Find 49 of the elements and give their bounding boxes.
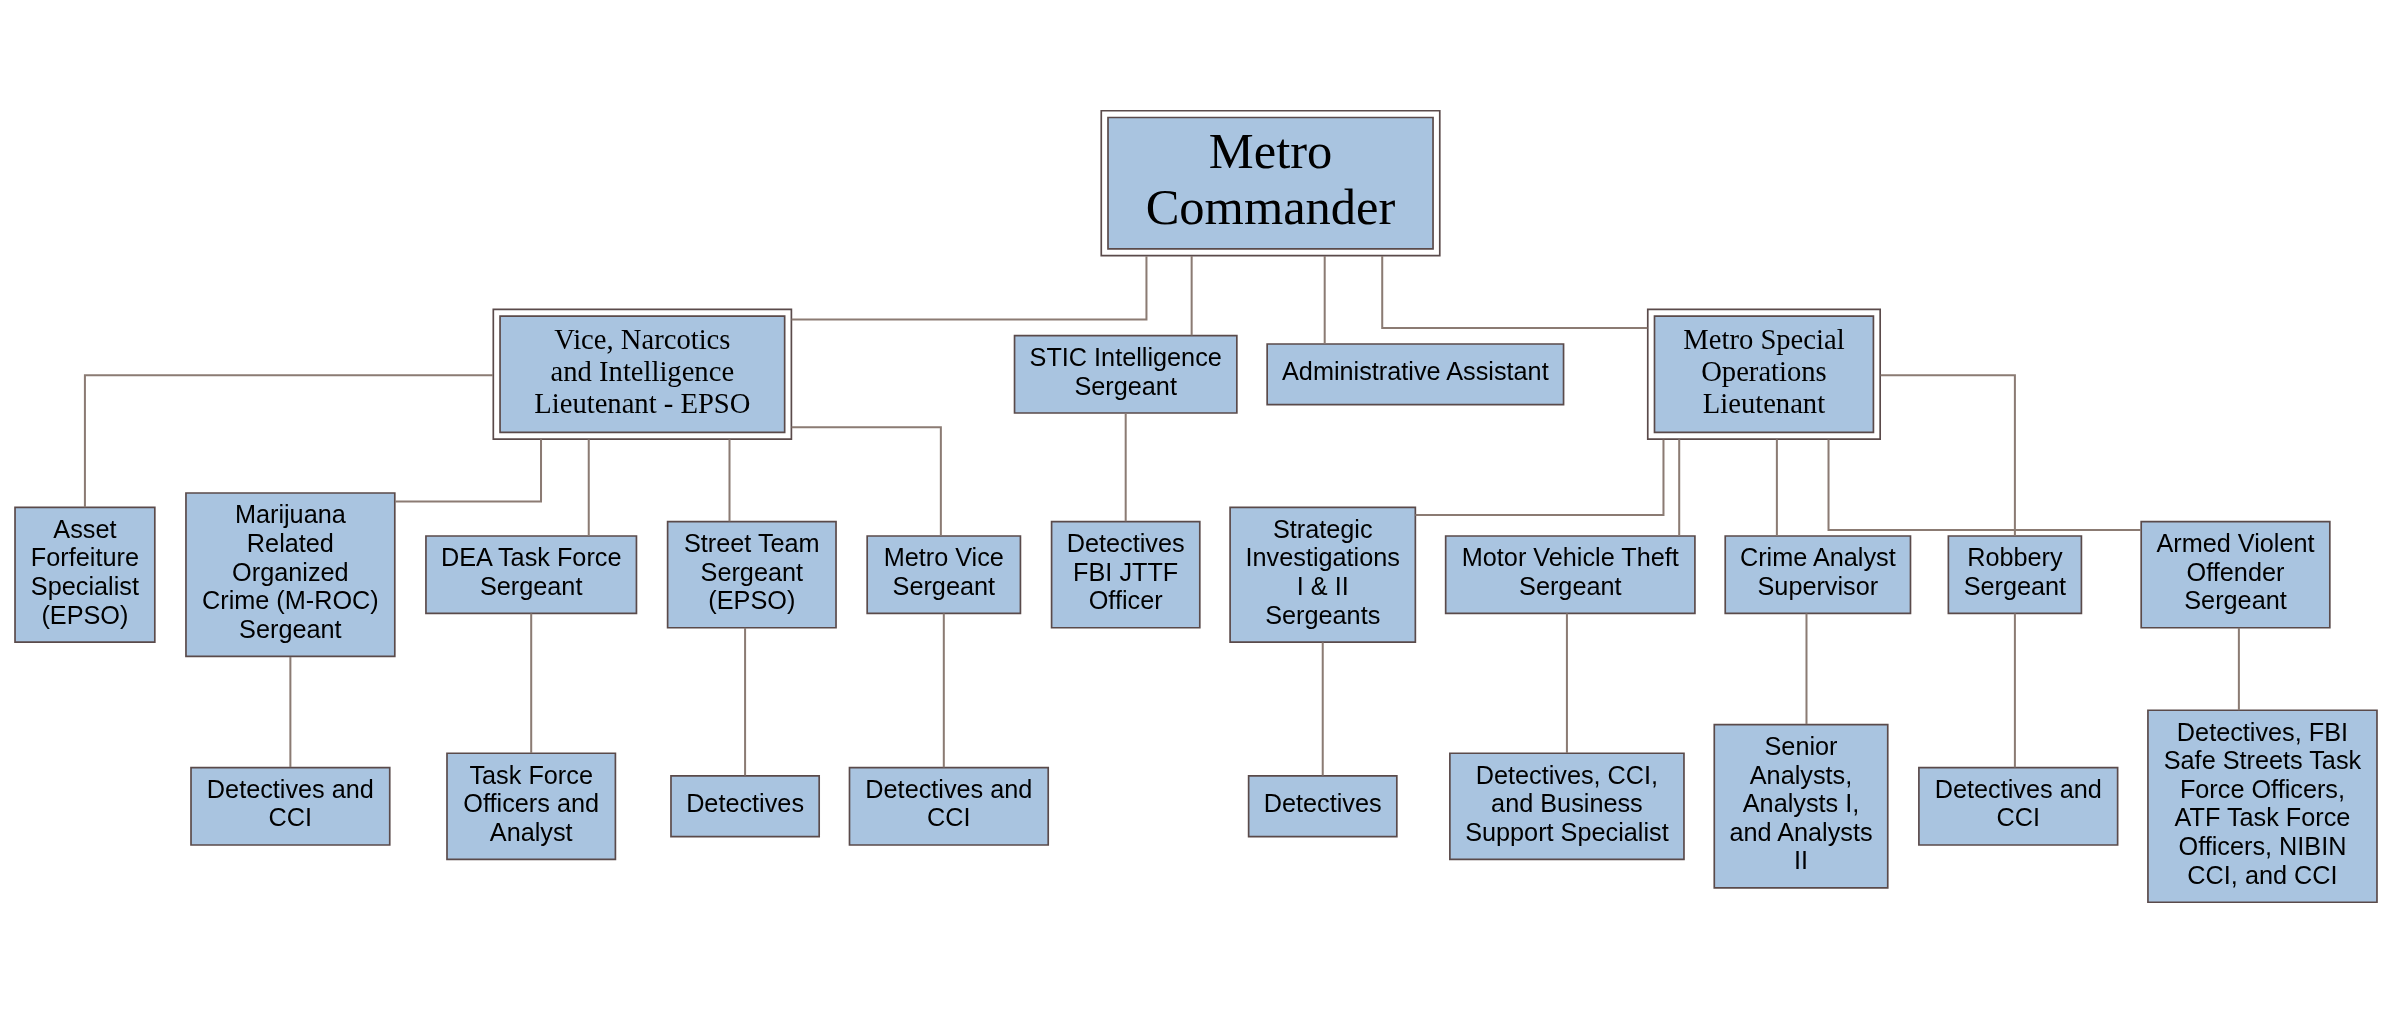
connector — [83, 374, 493, 508]
connector — [1190, 255, 1193, 336]
connector — [2013, 613, 2016, 768]
node-box: Detectives, FBI Safe Streets Task Force Officers, ATF Task Force Officers, NIBIN CCI, and CCI — [2147, 709, 2378, 904]
node-box: Metro Special Operations Lieutenant — [1646, 308, 1881, 440]
connector — [1805, 613, 1808, 725]
node-box: Task Force Officers and Analyst — [446, 752, 617, 861]
connector — [395, 439, 543, 503]
node-box: STIC Intelligence Sergeant — [1013, 334, 1238, 414]
node-box: Motor Vehicle Theft Sergeant — [1444, 535, 1696, 615]
connector — [1323, 255, 1326, 344]
connector — [1678, 439, 1681, 536]
node-box: Robbery Sergeant — [1947, 535, 2083, 615]
node-box: Administrative Assistant — [1266, 343, 1565, 406]
node-box: Detectives and CCI — [1918, 766, 2119, 846]
node-box: Detectives, CCI, and Business Support Specialist — [1449, 752, 1685, 861]
connector — [530, 613, 533, 754]
connector — [744, 627, 747, 776]
connector — [1775, 439, 1778, 536]
node-box: Detectives and CCI — [848, 766, 1050, 846]
node-box: Street Team Sergeant (EPSO) — [666, 520, 837, 629]
connector — [942, 613, 945, 768]
node-box: Vice, Narcotics and Intelligence Lieutenant - EPSO — [492, 308, 793, 440]
node-box: Metro Commander — [1100, 109, 1441, 257]
connector — [728, 439, 731, 522]
node-box: Detectives — [670, 775, 820, 838]
node-box: Detectives — [1247, 775, 1398, 838]
connector — [791, 256, 1148, 321]
node-box: Marijuana Related Organized Crime (M-ROC) Sergeant — [185, 492, 396, 658]
connector — [587, 439, 590, 536]
connector — [2237, 627, 2240, 711]
node-box: Detectives FBI JTTF Officer — [1050, 520, 1201, 629]
connector — [1827, 439, 2142, 532]
connector — [1415, 439, 1665, 516]
node-box: Armed Violent Offender Sergeant — [2140, 520, 2331, 629]
connector — [1124, 413, 1127, 522]
connector — [791, 426, 942, 536]
connector — [1381, 256, 1648, 329]
connector — [1880, 374, 2016, 536]
node-box: Strategic Investigations I & II Sergeants — [1229, 506, 1417, 643]
connector — [289, 657, 292, 768]
node-box: Metro Vice Sergeant — [866, 535, 1022, 615]
connector — [1321, 642, 1324, 776]
node-box: Asset Forfeiture Specialist (EPSO) — [14, 506, 156, 643]
node-box: Senior Analysts, Analysts I, and Analysts II — [1713, 723, 1889, 889]
node-box: Crime Analyst Supervisor — [1724, 535, 1912, 615]
node-box: Detectives and CCI — [190, 766, 391, 846]
node-box: DEA Task Force Sergeant — [425, 535, 638, 615]
connector — [1565, 613, 1568, 754]
